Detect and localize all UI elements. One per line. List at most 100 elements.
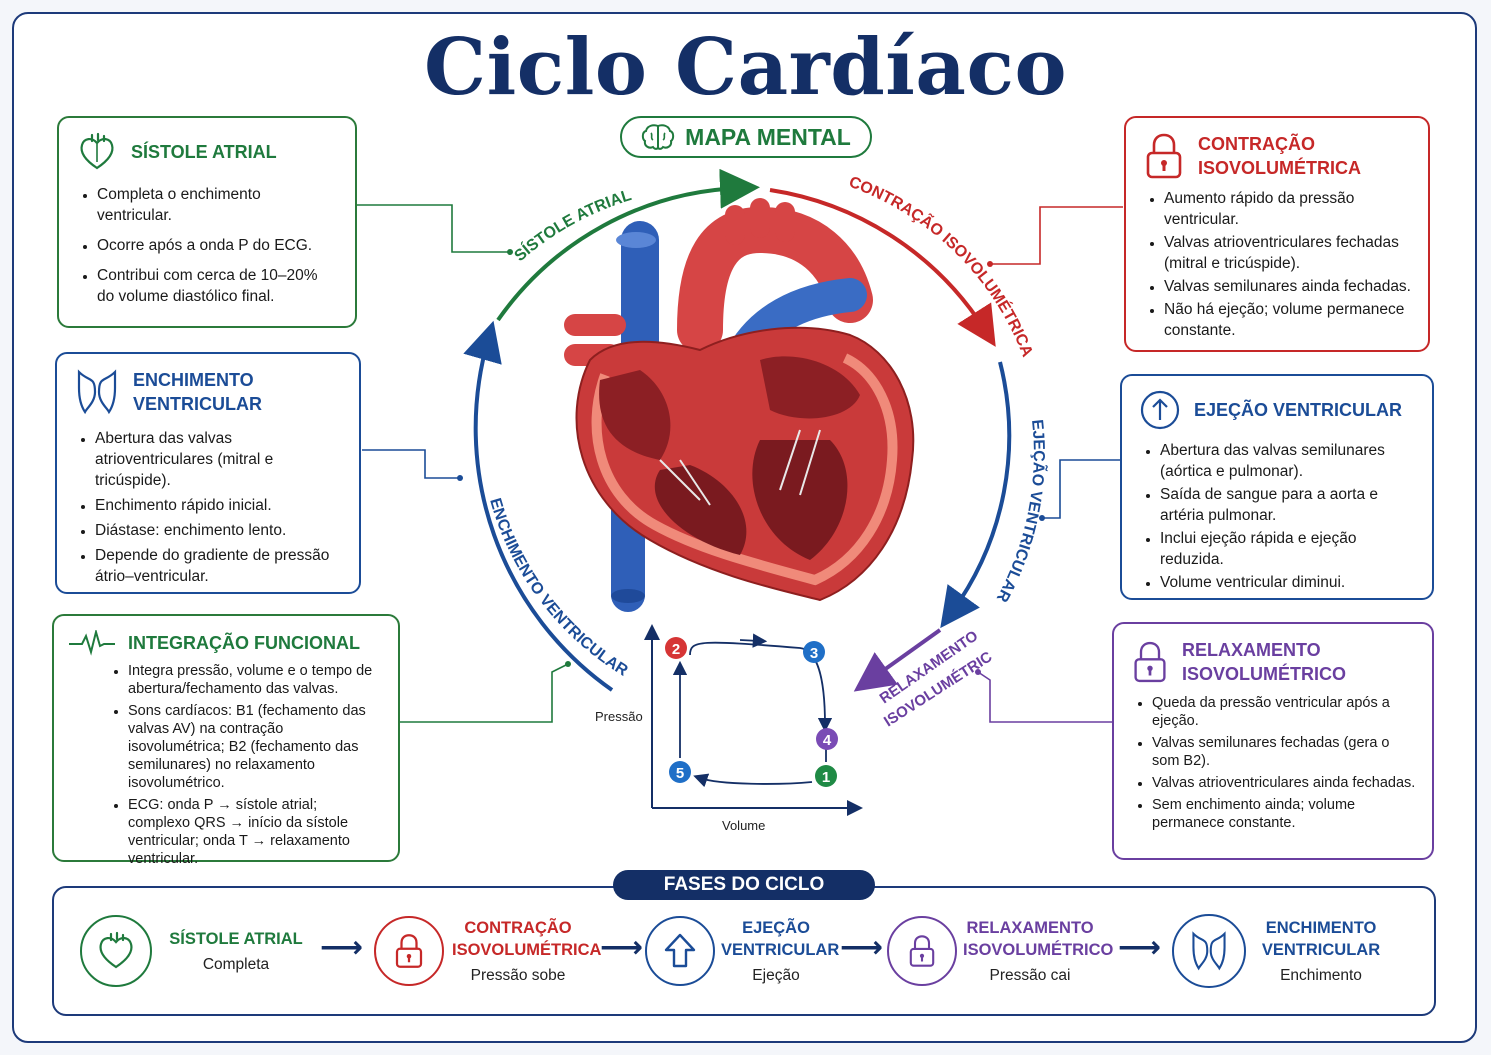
pv-point-1-label: 1 xyxy=(822,769,830,786)
cycle-label-enchimento: ENCHIMENTO VENTRICULAR xyxy=(486,496,631,680)
box-integracao-funcional: INTEGRAÇÃO FUNCIONAL Integra pressão, vo… xyxy=(52,614,400,867)
pv-point-4-label: 4 xyxy=(823,732,832,749)
pv-point-3-label: 3 xyxy=(810,645,818,662)
heart-illustration xyxy=(564,198,915,612)
arc-relaxamento xyxy=(853,628,942,692)
list-item: Enchimento rápido inicial. xyxy=(95,495,343,516)
pv-point-1 xyxy=(815,765,837,787)
phases-label: FASES DO CICLO xyxy=(613,870,875,900)
connector-ejecao xyxy=(1042,459,1120,519)
pulse-icon xyxy=(69,630,115,656)
box-title: EJEÇÃO VENTRICULAR xyxy=(1194,400,1403,420)
phase-step-icon-wrap xyxy=(1172,914,1246,988)
connector-sistole xyxy=(357,204,510,253)
arrow-up-icon xyxy=(1140,390,1180,430)
list-item: Saída de sangue para a aorta e artéria p… xyxy=(1160,484,1416,526)
phase-step-desc: Completa xyxy=(202,956,270,973)
phase-step-title: SÍSTOLE ATRIAL xyxy=(169,930,303,948)
svg-text:ENCHIMENTO VENTRICULAR: ENCHIMENTO VENTRICULAR xyxy=(486,496,631,680)
phase-arrow-icon: ⟶ xyxy=(320,931,364,964)
list-item: Completa o enchimento ventricular. xyxy=(97,184,339,226)
box-enchimento-ventricular: ENCHIMENTO VENTRICULAR Abertura das valv… xyxy=(55,352,361,594)
brain-icon xyxy=(642,124,675,150)
box-title-line-1: ENCHIMENTO xyxy=(133,370,254,390)
cycle-label-sistole: SÍSTOLE ATRIAL xyxy=(511,187,633,265)
phase-step-title-1: ENCHIMENTO xyxy=(1265,919,1377,937)
phase-step-title-2: VENTRICULAR xyxy=(1261,941,1381,959)
arc-ejecao xyxy=(940,361,1012,629)
box-title: INTEGRAÇÃO FUNCIONAL xyxy=(128,633,360,653)
box-title-line-2: VENTRICULAR xyxy=(133,394,262,414)
phase-step-title-2: VENTRICULAR xyxy=(721,941,840,959)
pv-loop-chart: 2 3 4 1 5 Pressão Volume xyxy=(595,624,863,833)
arc-contracao xyxy=(769,188,996,347)
list-item: Depende do gradiente de pressão átrio–ve… xyxy=(95,545,343,587)
mind-map-badge: MAPA MENTAL xyxy=(620,116,872,158)
list-item: Abertura das valvas atrioventriculares (… xyxy=(95,428,343,491)
box-contracao-isovolumetrica: CONTRAÇÃO ISOVOLUMÉTRICA Aumento rápido … xyxy=(1124,116,1430,352)
heart-icon xyxy=(99,931,133,969)
phase-step-title-1: CONTRAÇÃO xyxy=(464,919,572,937)
box-title: SÍSTOLE ATRIAL xyxy=(131,142,277,162)
phase-step-icon-wrap xyxy=(645,916,715,986)
pv-point-5 xyxy=(669,761,691,783)
list-item: Valvas atrioventriculares fechadas (mitr… xyxy=(1164,232,1412,274)
phase-step-desc: Pressão cai xyxy=(989,967,1071,984)
pv-point-4 xyxy=(816,728,838,750)
svg-text:SÍSTOLE ATRIAL: SÍSTOLE ATRIAL xyxy=(511,187,633,265)
cycle-label-contracao: CONTRAÇÃO ISOVOLUMÉTRICA xyxy=(847,174,1036,360)
list-item: Valvas semilunares fechadas (gera o som … xyxy=(1152,734,1416,770)
list-item: Integra pressão, volume e o tempo de abe… xyxy=(128,662,382,698)
lock-icon xyxy=(395,934,423,968)
phase-step-title-1: RELAXAMENTO xyxy=(966,919,1094,937)
pv-point-2-label: 2 xyxy=(672,641,680,658)
phase-step-sistole: SÍSTOLE ATRIAL Completa xyxy=(80,906,306,996)
list-item: Sem enchimento ainda; volume permanece c… xyxy=(1152,796,1416,832)
heart-icon xyxy=(80,132,114,170)
phase-arrow-icon: ⟶ xyxy=(840,931,884,964)
list-item: Abertura das valvas semilunares (aórtica… xyxy=(1160,440,1416,482)
pv-point-3 xyxy=(803,641,825,663)
phase-step-icon-wrap xyxy=(80,915,152,987)
box-ejecao-ventricular: EJEÇÃO VENTRICULAR Abertura das valvas s… xyxy=(1120,374,1434,600)
phase-step-ejecao: EJEÇÃO VENTRICULAR Ejeção xyxy=(645,906,840,996)
box-title-line-2: ISOVOLUMÉTRICO xyxy=(1182,664,1347,684)
list-item: Queda da pressão ventricular após a ejeç… xyxy=(1152,694,1416,730)
valves-icon xyxy=(1192,931,1226,971)
connector-integracao xyxy=(400,663,569,723)
list-item: Não há ejeção; volume permanece constant… xyxy=(1164,299,1412,341)
pv-xlabel: Volume xyxy=(722,818,765,833)
pv-ylabel: Pressão xyxy=(595,709,643,724)
connector-enchimento xyxy=(362,449,460,479)
arrow-up-icon xyxy=(664,933,696,968)
lock-icon xyxy=(1146,133,1182,179)
box-title-line-1: CONTRAÇÃO xyxy=(1198,134,1315,154)
box-sistole-atrial: SÍSTOLE ATRIAL Completa o enchimento ven… xyxy=(57,116,357,328)
phase-step-enchimento: ENCHIMENTO VENTRICULAR Enchimento xyxy=(1172,906,1386,996)
page-title: Ciclo Cardíaco xyxy=(424,22,1067,113)
list-item: Valvas atrioventriculares ainda fechadas… xyxy=(1152,774,1416,792)
list-item: Contribui com cerca de 10–20% do volume … xyxy=(97,265,339,307)
box-title-line-1: RELAXAMENTO xyxy=(1182,640,1321,660)
list-item: Sons cardíacos: B1 (fechamento das valva… xyxy=(128,702,382,792)
list-item: Diástase: enchimento lento. xyxy=(95,520,343,541)
mind-map-label: MAPA MENTAL xyxy=(685,123,851,150)
phase-step-relaxamento: RELAXAMENTO ISOVOLUMÉTRICO Pressão cai xyxy=(887,906,1114,996)
phase-step-desc: Ejeção xyxy=(752,967,800,984)
phase-arrow-icon: ⟶ xyxy=(600,931,644,964)
pv-point-2 xyxy=(665,637,687,659)
connector-relaxamento xyxy=(977,671,1112,723)
phase-step-title-2: ISOVOLUMÉTRICO xyxy=(963,941,1114,959)
phase-step-desc: Enchimento xyxy=(1280,967,1362,984)
phase-step-title-1: EJEÇÃO xyxy=(742,919,810,937)
list-item: ECG: onda P → sístole atrial; complexo Q… xyxy=(128,796,382,868)
lock-icon xyxy=(1134,641,1166,683)
phase-step-contracao: CONTRAÇÃO ISOVOLUMÉTRICA Pressão sobe xyxy=(374,906,601,996)
svg-text:CONTRAÇÃO ISOVOLUMÉTRICA: CONTRAÇÃO ISOVOLUMÉTRICA xyxy=(847,174,1036,360)
connector-contracao xyxy=(990,206,1123,265)
box-relaxamento-isovolumetrico: RELAXAMENTO ISOVOLUMÉTRICO Queda da pres… xyxy=(1112,622,1434,860)
list-item: Ocorre após a onda P do ECG. xyxy=(97,235,339,256)
list-item: Inclui ejeção rápida e ejeção reduzida. xyxy=(1160,528,1416,570)
phase-step-desc: Pressão sobe xyxy=(470,967,566,984)
phase-step-icon-wrap xyxy=(374,916,444,986)
